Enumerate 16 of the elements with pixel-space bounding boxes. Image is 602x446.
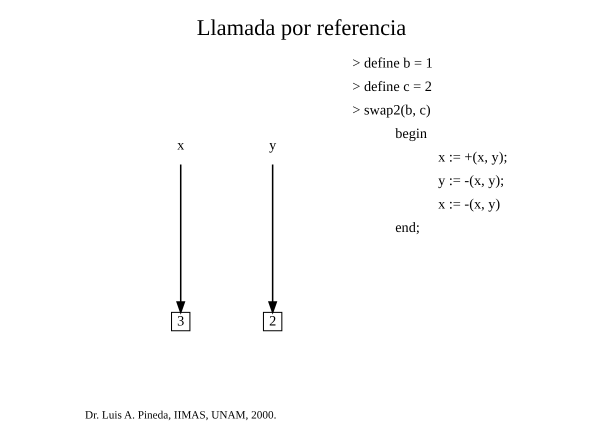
label: begin (394, 125, 426, 142)
label: end; (394, 219, 420, 236)
label: > define c = 2 (352, 78, 432, 94)
arrow (268, 164, 277, 314)
label: > swap2(b, c) (352, 102, 430, 118)
label: Dr. Luis A. Pineda, IIMAS, UNAM, 2000. (84, 408, 276, 421)
arrow (176, 164, 185, 314)
label: > define b = 1 (352, 54, 432, 71)
node-box: 2 (262, 311, 282, 331)
label: y := -(x, y); (438, 172, 504, 188)
node-text: y (268, 137, 276, 154)
label: x := -(x, y) (438, 196, 500, 212)
diagram-title: Llamada por referencia (196, 14, 406, 40)
node-box: 3 (170, 311, 190, 331)
label: x := +(x, y); (438, 148, 507, 165)
node-text: x (176, 137, 184, 154)
